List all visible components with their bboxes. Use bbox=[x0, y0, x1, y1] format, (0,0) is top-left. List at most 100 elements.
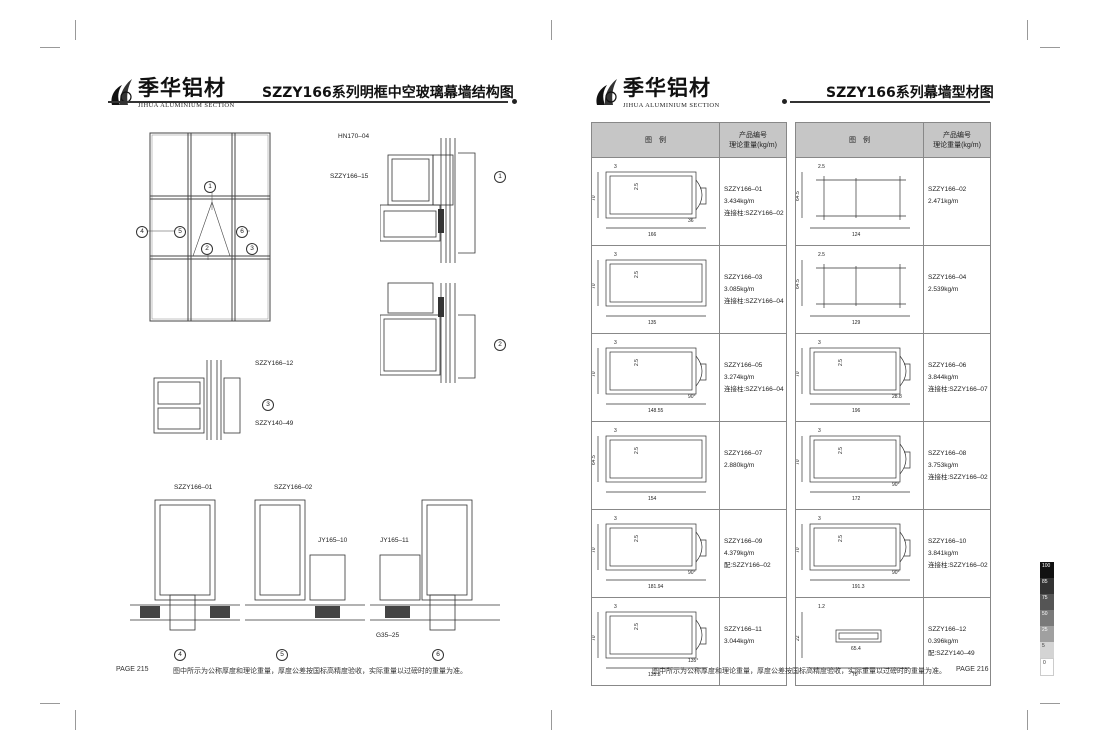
svg-text:135: 135 bbox=[648, 320, 657, 326]
profile-code: SZZY166–05 bbox=[724, 361, 763, 369]
marker-5-detail: 5 bbox=[276, 649, 288, 661]
label-szzy166-15: SZZY166–15 bbox=[330, 173, 369, 180]
svg-text:70: 70 bbox=[796, 459, 801, 465]
svg-text:70: 70 bbox=[592, 371, 597, 377]
label-jy165-11: JY165–11 bbox=[380, 537, 409, 544]
svg-text:70: 70 bbox=[852, 672, 858, 678]
svg-text:3: 3 bbox=[614, 516, 617, 522]
svg-text:90°: 90° bbox=[688, 570, 696, 576]
svg-text:135°: 135° bbox=[688, 658, 698, 664]
marker-2-detail: 2 bbox=[494, 339, 506, 351]
svg-text:3: 3 bbox=[818, 516, 821, 522]
svg-text:2.5: 2.5 bbox=[634, 271, 640, 278]
svg-text:2.5: 2.5 bbox=[838, 535, 844, 542]
profile-note: 连接柱:SZZY166–07 bbox=[928, 385, 988, 393]
left-brand: 季华铝材 JIHUA ALUMINIUM SECTION bbox=[108, 72, 235, 109]
svg-text:181.94: 181.94 bbox=[648, 584, 664, 590]
vertical-section-detail bbox=[380, 138, 476, 383]
rule-dot bbox=[782, 99, 787, 104]
curtain-wall-elevation bbox=[140, 132, 271, 322]
profile-weight: 2.539kg/m bbox=[928, 285, 959, 293]
profile-weight: 2.471kg/m bbox=[928, 197, 959, 205]
profile-note: 连接柱:SZZY166–04 bbox=[724, 385, 784, 393]
swatch-50: 50 bbox=[1040, 610, 1054, 626]
svg-text:2.5: 2.5 bbox=[634, 623, 640, 630]
brand-subtitle: JIHUA ALUMINIUM SECTION bbox=[138, 102, 235, 109]
svg-text:70: 70 bbox=[592, 283, 597, 289]
profile-code: SZZY166–06 bbox=[928, 361, 967, 369]
profile-code: SZZY166–09 bbox=[724, 537, 763, 545]
right-page-number: PAGE 216 bbox=[956, 666, 989, 673]
svg-text:3: 3 bbox=[818, 340, 821, 346]
profile-code: SZZY166–01 bbox=[724, 185, 763, 193]
svg-text:70: 70 bbox=[796, 547, 801, 553]
brand-name: 季华铝材 bbox=[138, 76, 226, 100]
swatch-75: 75 bbox=[1040, 594, 1054, 610]
svg-text:90°: 90° bbox=[892, 482, 900, 488]
profile-note: 连接柱:SZZY166–02 bbox=[724, 209, 784, 217]
profile-note bbox=[928, 208, 990, 220]
profile-weight: 4.379kg/m bbox=[724, 549, 755, 557]
svg-text:154: 154 bbox=[648, 496, 657, 502]
swatch-85: 85 bbox=[1040, 578, 1054, 594]
col-legend: 图 例 bbox=[795, 122, 924, 158]
brand-name: 季华铝材 bbox=[623, 76, 711, 100]
profile-weight: 3.044kg/m bbox=[724, 637, 755, 645]
transom-section-details bbox=[130, 499, 500, 631]
svg-text:36: 36 bbox=[688, 218, 694, 224]
svg-text:148.55: 148.55 bbox=[648, 408, 664, 414]
swatch-0: 0 bbox=[1040, 658, 1054, 676]
svg-text:70: 70 bbox=[592, 195, 597, 201]
crop-mark bbox=[40, 47, 60, 48]
svg-text:2.5: 2.5 bbox=[838, 447, 844, 454]
svg-text:3: 3 bbox=[818, 428, 821, 434]
svg-text:2.5: 2.5 bbox=[634, 359, 640, 366]
label-szzy166-02: SZZY166–02 bbox=[274, 484, 313, 491]
svg-text:90°: 90° bbox=[892, 570, 900, 576]
title-rule bbox=[108, 101, 508, 103]
svg-text:3: 3 bbox=[614, 604, 617, 610]
svg-text:64.5: 64.5 bbox=[796, 191, 801, 201]
marker-3: 3 bbox=[246, 243, 258, 255]
svg-text:2.5: 2.5 bbox=[818, 252, 825, 258]
profile-code: SZZY166–03 bbox=[724, 273, 763, 281]
profile-note bbox=[928, 296, 990, 308]
profile-note: 连接柱:SZZY166–02 bbox=[928, 561, 988, 569]
swatch-5: 5 bbox=[1040, 642, 1054, 658]
svg-text:28.8: 28.8 bbox=[892, 394, 902, 400]
marker-4-detail: 4 bbox=[174, 649, 186, 661]
profile-weight: 3.841kg/m bbox=[928, 549, 959, 557]
marker-5: 5 bbox=[174, 226, 186, 238]
svg-text:3: 3 bbox=[614, 164, 617, 170]
marker-1: 1 bbox=[204, 181, 216, 193]
crop-mark bbox=[1027, 710, 1028, 730]
profile-code: SZZY166–04 bbox=[928, 273, 967, 281]
col-legend: 图 例 bbox=[591, 122, 720, 158]
marker-4: 4 bbox=[136, 226, 148, 238]
profile-weight: 3.085kg/m bbox=[724, 285, 755, 293]
svg-text:2.5: 2.5 bbox=[818, 164, 825, 170]
svg-text:129: 129 bbox=[852, 320, 861, 326]
col-code: 产品编号理论重量(kg/m) bbox=[923, 122, 991, 158]
col-code: 产品编号理论重量(kg/m) bbox=[719, 122, 787, 158]
profile-code: SZZY166–07 bbox=[724, 449, 763, 457]
